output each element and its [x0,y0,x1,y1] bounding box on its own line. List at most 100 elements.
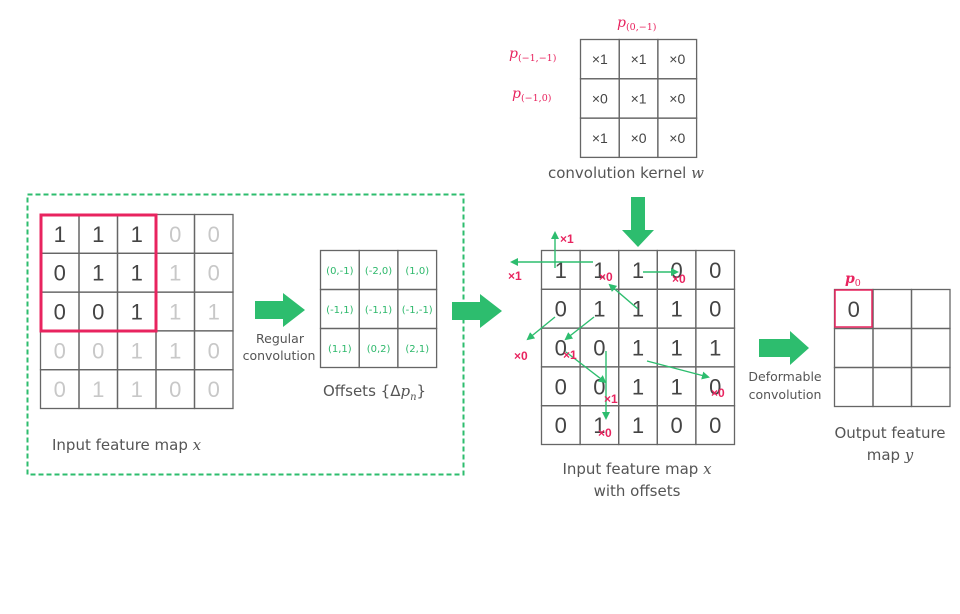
offset-map-cell: 1 [695,327,736,368]
cell-value: 1 [131,377,143,402]
input-map-cell: 0 [78,330,119,371]
sampling-weight: ×0 [672,272,686,286]
output-map-cell [910,288,951,330]
offset-map-cell: 1 [656,288,697,329]
input-map-cell: 0 [39,291,80,332]
output-map-cell [833,327,874,369]
cell-value: 1 [208,300,220,325]
cell-value: 1 [632,413,644,438]
output-map-cell [833,366,874,408]
cell-value: 0 [555,297,567,322]
offset-value: (2,1) [405,344,429,355]
input-map-cell: 0 [193,330,234,371]
offset-value: (-1,1) [365,305,392,316]
cell-value: 1 [131,300,143,325]
offset-value: (-2,0) [365,266,392,277]
output-map-caption-2: map y [867,446,914,464]
kernel-cell: ×1 [618,78,659,119]
offset-map-cell: 1 [618,327,658,368]
kernel-cell: ×1 [579,38,620,80]
cell-value: 1 [670,374,682,399]
regular-conv-label-1: Regular [256,331,305,346]
offsets-cell: (1,1) [319,327,360,369]
cell-value: 0 [54,261,66,286]
kernel-label-p-0-neg1: p(0,−1) [617,15,656,33]
kernel-cell: ×0 [657,117,698,159]
cell-value: 1 [632,374,644,399]
cell-value: 0 [169,222,181,247]
regular-conv-group-box [26,193,465,476]
offsets-cell: (2,1) [397,327,438,369]
offsets-to-map-arrow-icon [452,294,502,328]
sampling-weight: ×0 [598,426,612,440]
input-map-cell: 1 [116,213,157,254]
offset-value: (1,0) [405,266,429,277]
offset-map-cell: 1 [618,405,658,446]
regular-conv-arrow-icon [255,293,305,327]
cell-value: 0 [208,377,220,402]
offset-value: (-1,1) [326,305,353,316]
kernel-weight: ×0 [669,51,685,67]
cell-value: 1 [670,336,682,361]
cell-value: 1 [555,258,567,283]
sampling-weight: ×1 [508,269,522,283]
cell-value: 0 [169,377,181,402]
offset-map-cell: 0 [540,366,581,407]
kernel-weight: ×1 [592,130,608,146]
cell-value: 0 [709,374,721,399]
offset-map-cell: 1 [618,366,658,407]
offset-value: (0,2) [367,344,391,355]
p0-highlight [834,289,873,328]
offsets-cell: (-1,1) [319,288,360,330]
p0-label: p0 [845,271,861,289]
sampling-weight: ×1 [560,232,574,246]
offsets-grid: (0,-1)(-2,0)(1,0)(-1,1)(-1,1)(-1,-1)(1,1… [319,249,438,369]
cell-value: 0 [208,261,220,286]
cell-value: 1 [92,377,104,402]
offset-arrow [526,316,556,341]
offset-map-cell: 0 [695,249,736,290]
cell-value: 1 [131,261,143,286]
input-map-caption: Input feature map x [52,436,202,454]
cell-value: 1 [169,300,181,325]
kernel-weight: ×0 [669,130,685,146]
deformable-conv-arrow-icon [759,331,809,365]
input-map-cell: 1 [155,330,196,371]
kernel-weight: ×1 [631,90,647,106]
input-map-cell: 0 [193,252,234,293]
input-map-cell: 1 [116,330,157,371]
cell-value: 0 [54,338,66,363]
cell-value: 1 [131,338,143,363]
offset-map-cell: 0 [579,327,620,368]
input-map-cell: 1 [78,369,119,410]
kernel-caption: convolution kernel w [548,164,704,182]
kernel-cell: ×0 [618,117,659,159]
input-map-cell: 0 [39,330,80,371]
cell-value: 0 [54,300,66,325]
offsets-caption: Offsets {Δpn} [323,382,426,403]
output-map-cell [872,327,913,369]
input-map-cell: 0 [155,213,196,254]
cell-value: 1 [670,297,682,322]
deformable-conv-label-2: convolution [749,387,822,402]
output-map-cell: 0 [833,288,874,330]
input-map-cell: 1 [116,252,157,293]
cell-value: 0 [555,336,567,361]
offset-arrow [608,283,639,310]
input-map-cell: 1 [155,291,196,332]
output-map-cell [910,327,951,369]
offset-map-cell: 0 [540,405,581,446]
kernel-weight: ×0 [669,90,685,106]
kernel-weight: ×1 [592,51,608,67]
cell-value: 1 [131,222,143,247]
cell-value: 0 [709,297,721,322]
kernel-cell: ×0 [579,78,620,119]
offsets-cell: (0,-1) [319,249,360,291]
offset-arrow [564,316,595,341]
cell-value: 1 [92,261,104,286]
offset-map-cell: 1 [579,288,620,329]
sampling-weight-labels: ×1×1×0×0×0×1×1×0×0 [508,232,725,440]
offset-map-caption-1: Input feature map x [562,460,712,478]
cell-value: 0 [709,258,721,283]
input-map-cell: 1 [116,369,157,410]
